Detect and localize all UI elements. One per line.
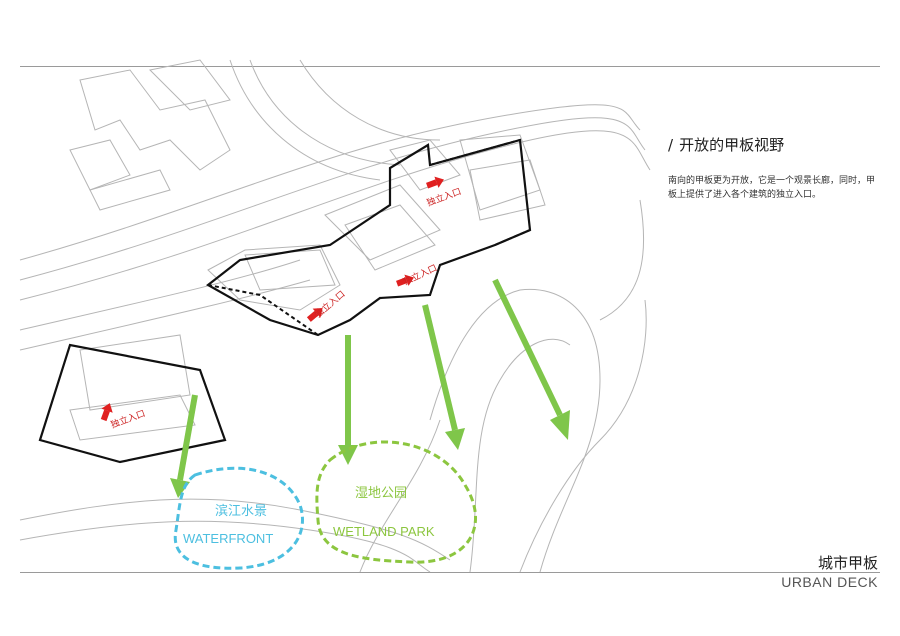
wetland-label-en: WETLAND PARK [333, 524, 435, 539]
deck-outline-dashed [207, 139, 531, 336]
wetland-label-cn: 湿地公园 [355, 486, 407, 501]
top-divider [20, 66, 880, 67]
section-description: 南向的甲板更为开放，它是一个观景长廊，同时，甲板上提供了进入各个建筑的独立入口。 [668, 176, 876, 200]
view-arrows [170, 278, 570, 498]
entrance-arrow-1 [426, 176, 444, 189]
waterfront-zone-outline [173, 466, 304, 570]
entrance-arrows [100, 176, 444, 422]
entrance-arrow-2 [396, 274, 414, 287]
wetland-zone-outline [315, 440, 477, 564]
site-linework [19, 59, 651, 573]
entrance-arrow-3 [306, 308, 323, 322]
entrance-label-4: 独立入口 [109, 407, 147, 431]
waterfront-label-cn: 滨江水景 [215, 503, 267, 519]
section-heading: / 开放的甲板视野 [668, 134, 784, 155]
bottom-divider [20, 572, 880, 573]
heading-text: 开放的甲板视野 [679, 136, 785, 154]
entrance-label-1: 独立入口 [425, 185, 463, 209]
entrance-arrow-4 [100, 403, 113, 422]
waterfront-label-en: WATERFRONT [183, 531, 273, 546]
entrance-label-3: 独立入口 [312, 288, 347, 320]
page-title-en: URBAN DECK [781, 574, 878, 590]
heading-slash: / [668, 136, 674, 154]
page-title-cn: 城市甲板 [817, 554, 878, 572]
